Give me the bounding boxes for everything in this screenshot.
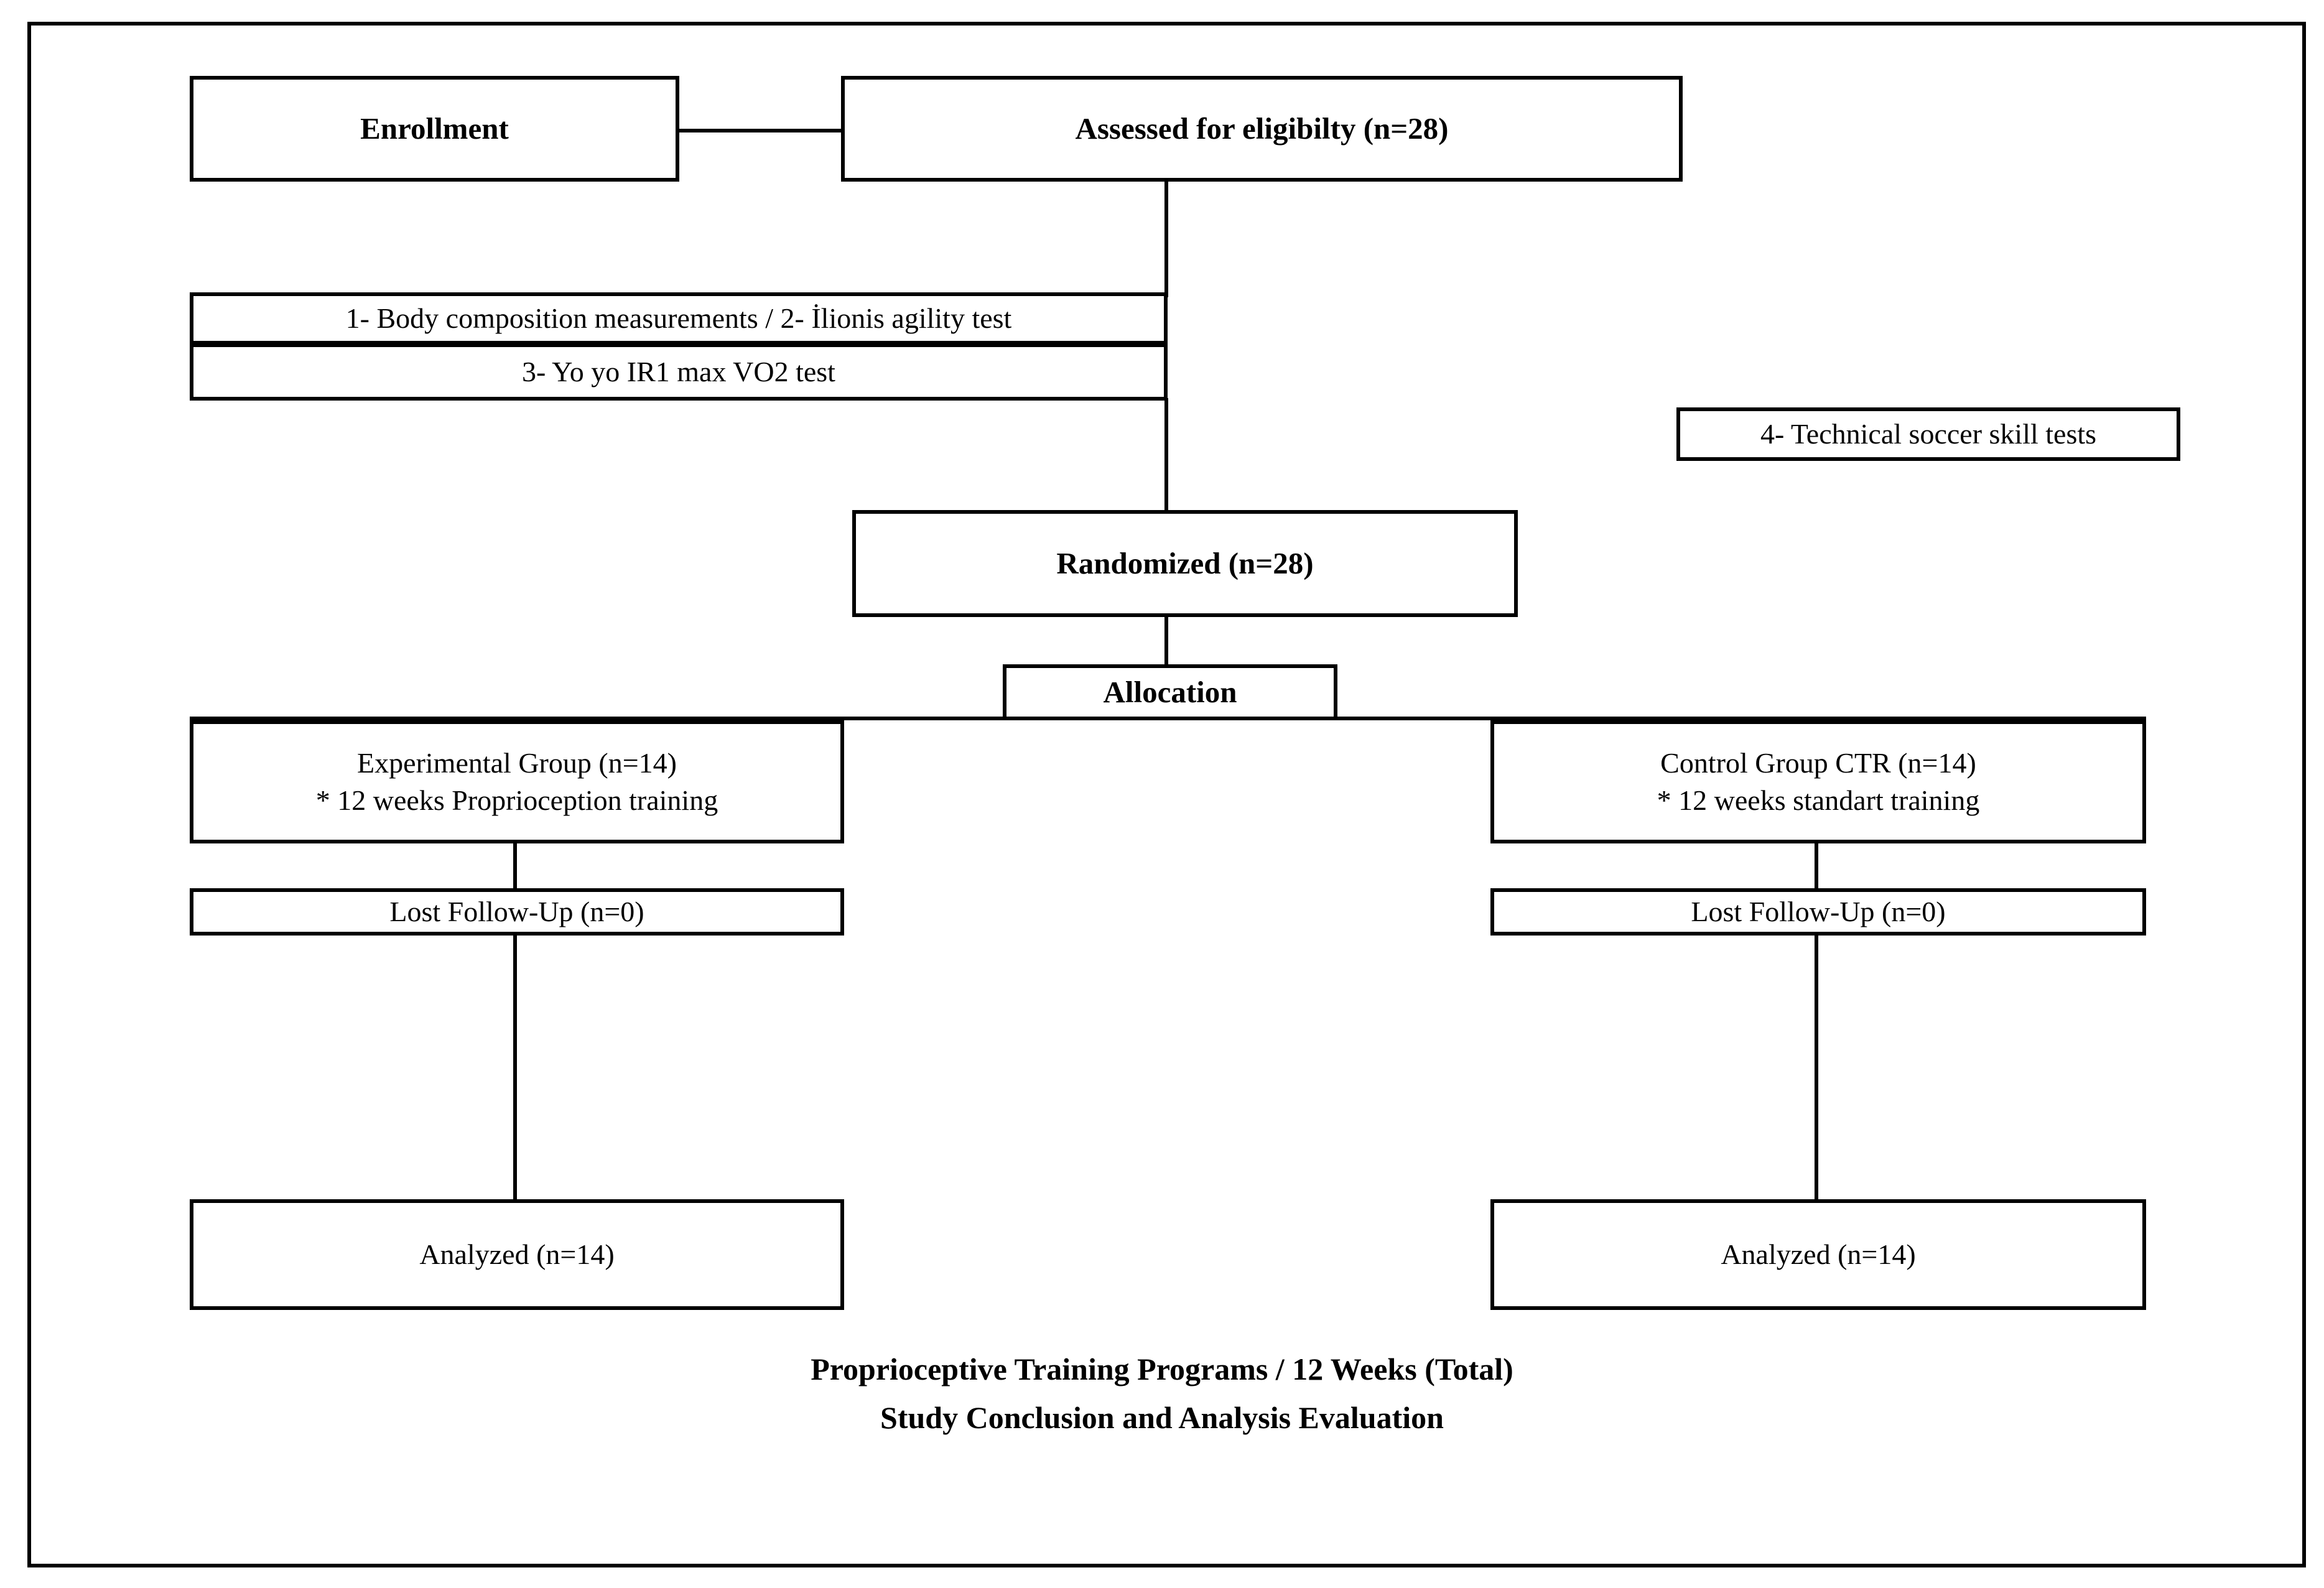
node-control-group-detail: * 12 weeks standart training [1657, 784, 1980, 816]
node-experimental-group-detail: * 12 weeks Proprioception training [315, 784, 718, 816]
diagram-caption-line-2: Study Conclusion and Analysis Evaluation [880, 1400, 1444, 1435]
node-enrollment-label: Enrollment [360, 111, 509, 146]
node-experimental-group: Experimental Group (n=14) * 12 weeks Pro… [190, 720, 844, 843]
connector-assessed-to-measurements [1164, 179, 1168, 297]
connector-lost-followup-to-analyzed-left [513, 933, 517, 1202]
node-lost-followup-experimental-label: Lost Follow-Up (n=0) [389, 896, 644, 928]
connector-measurements-to-randomized [1164, 398, 1168, 513]
diagram-caption-line-1: Proprioceptive Training Programs / 12 We… [811, 1352, 1513, 1386]
node-randomized: Randomized (n=28) [852, 510, 1518, 617]
diagram-outer-border [27, 22, 2306, 1567]
node-measurement-4-label: 4- Technical soccer skill tests [1760, 418, 2097, 450]
node-control-group: Control Group CTR (n=14) * 12 weeks stan… [1490, 720, 2146, 843]
connector-lost-followup-to-analyzed-right [1815, 933, 1818, 1202]
node-measurement-3: 3- Yo yo IR1 max VO2 test [190, 343, 1168, 401]
node-lost-followup-experimental: Lost Follow-Up (n=0) [190, 888, 844, 936]
connector-randomized-to-allocation [1164, 615, 1168, 667]
node-lost-followup-control-label: Lost Follow-Up (n=0) [1691, 896, 1946, 928]
node-allocation-label: Allocation [1103, 675, 1237, 710]
node-lost-followup-control: Lost Follow-Up (n=0) [1490, 888, 2146, 936]
node-measurement-1-2-label: 1- Body composition measurements / 2- İl… [345, 302, 1012, 335]
node-measurement-3-label: 3- Yo yo IR1 max VO2 test [522, 356, 835, 388]
node-enrollment: Enrollment [190, 76, 679, 182]
node-assessed-for-eligibility: Assessed for eligibilty (n=28) [841, 76, 1683, 182]
node-experimental-group-title: Experimental Group (n=14) [357, 747, 677, 779]
connector-experimental-to-lost-followup [513, 841, 517, 891]
node-assessed-label: Assessed for eligibilty (n=28) [1075, 111, 1449, 146]
node-analyzed-control: Analyzed (n=14) [1490, 1199, 2146, 1310]
connector-control-to-lost-followup [1815, 841, 1818, 891]
node-analyzed-experimental-label: Analyzed (n=14) [419, 1238, 615, 1271]
node-analyzed-experimental: Analyzed (n=14) [190, 1199, 844, 1310]
connector-enrollment-to-assessed [676, 129, 845, 132]
node-measurement-1-2: 1- Body composition measurements / 2- İl… [190, 292, 1168, 345]
node-randomized-label: Randomized (n=28) [1056, 546, 1314, 581]
node-measurement-4: 4- Technical soccer skill tests [1676, 407, 2180, 461]
connector-allocation-split-bar [190, 717, 2146, 720]
node-allocation: Allocation [1003, 664, 1337, 720]
node-analyzed-control-label: Analyzed (n=14) [1721, 1238, 1916, 1271]
node-control-group-title: Control Group CTR (n=14) [1660, 747, 1976, 779]
